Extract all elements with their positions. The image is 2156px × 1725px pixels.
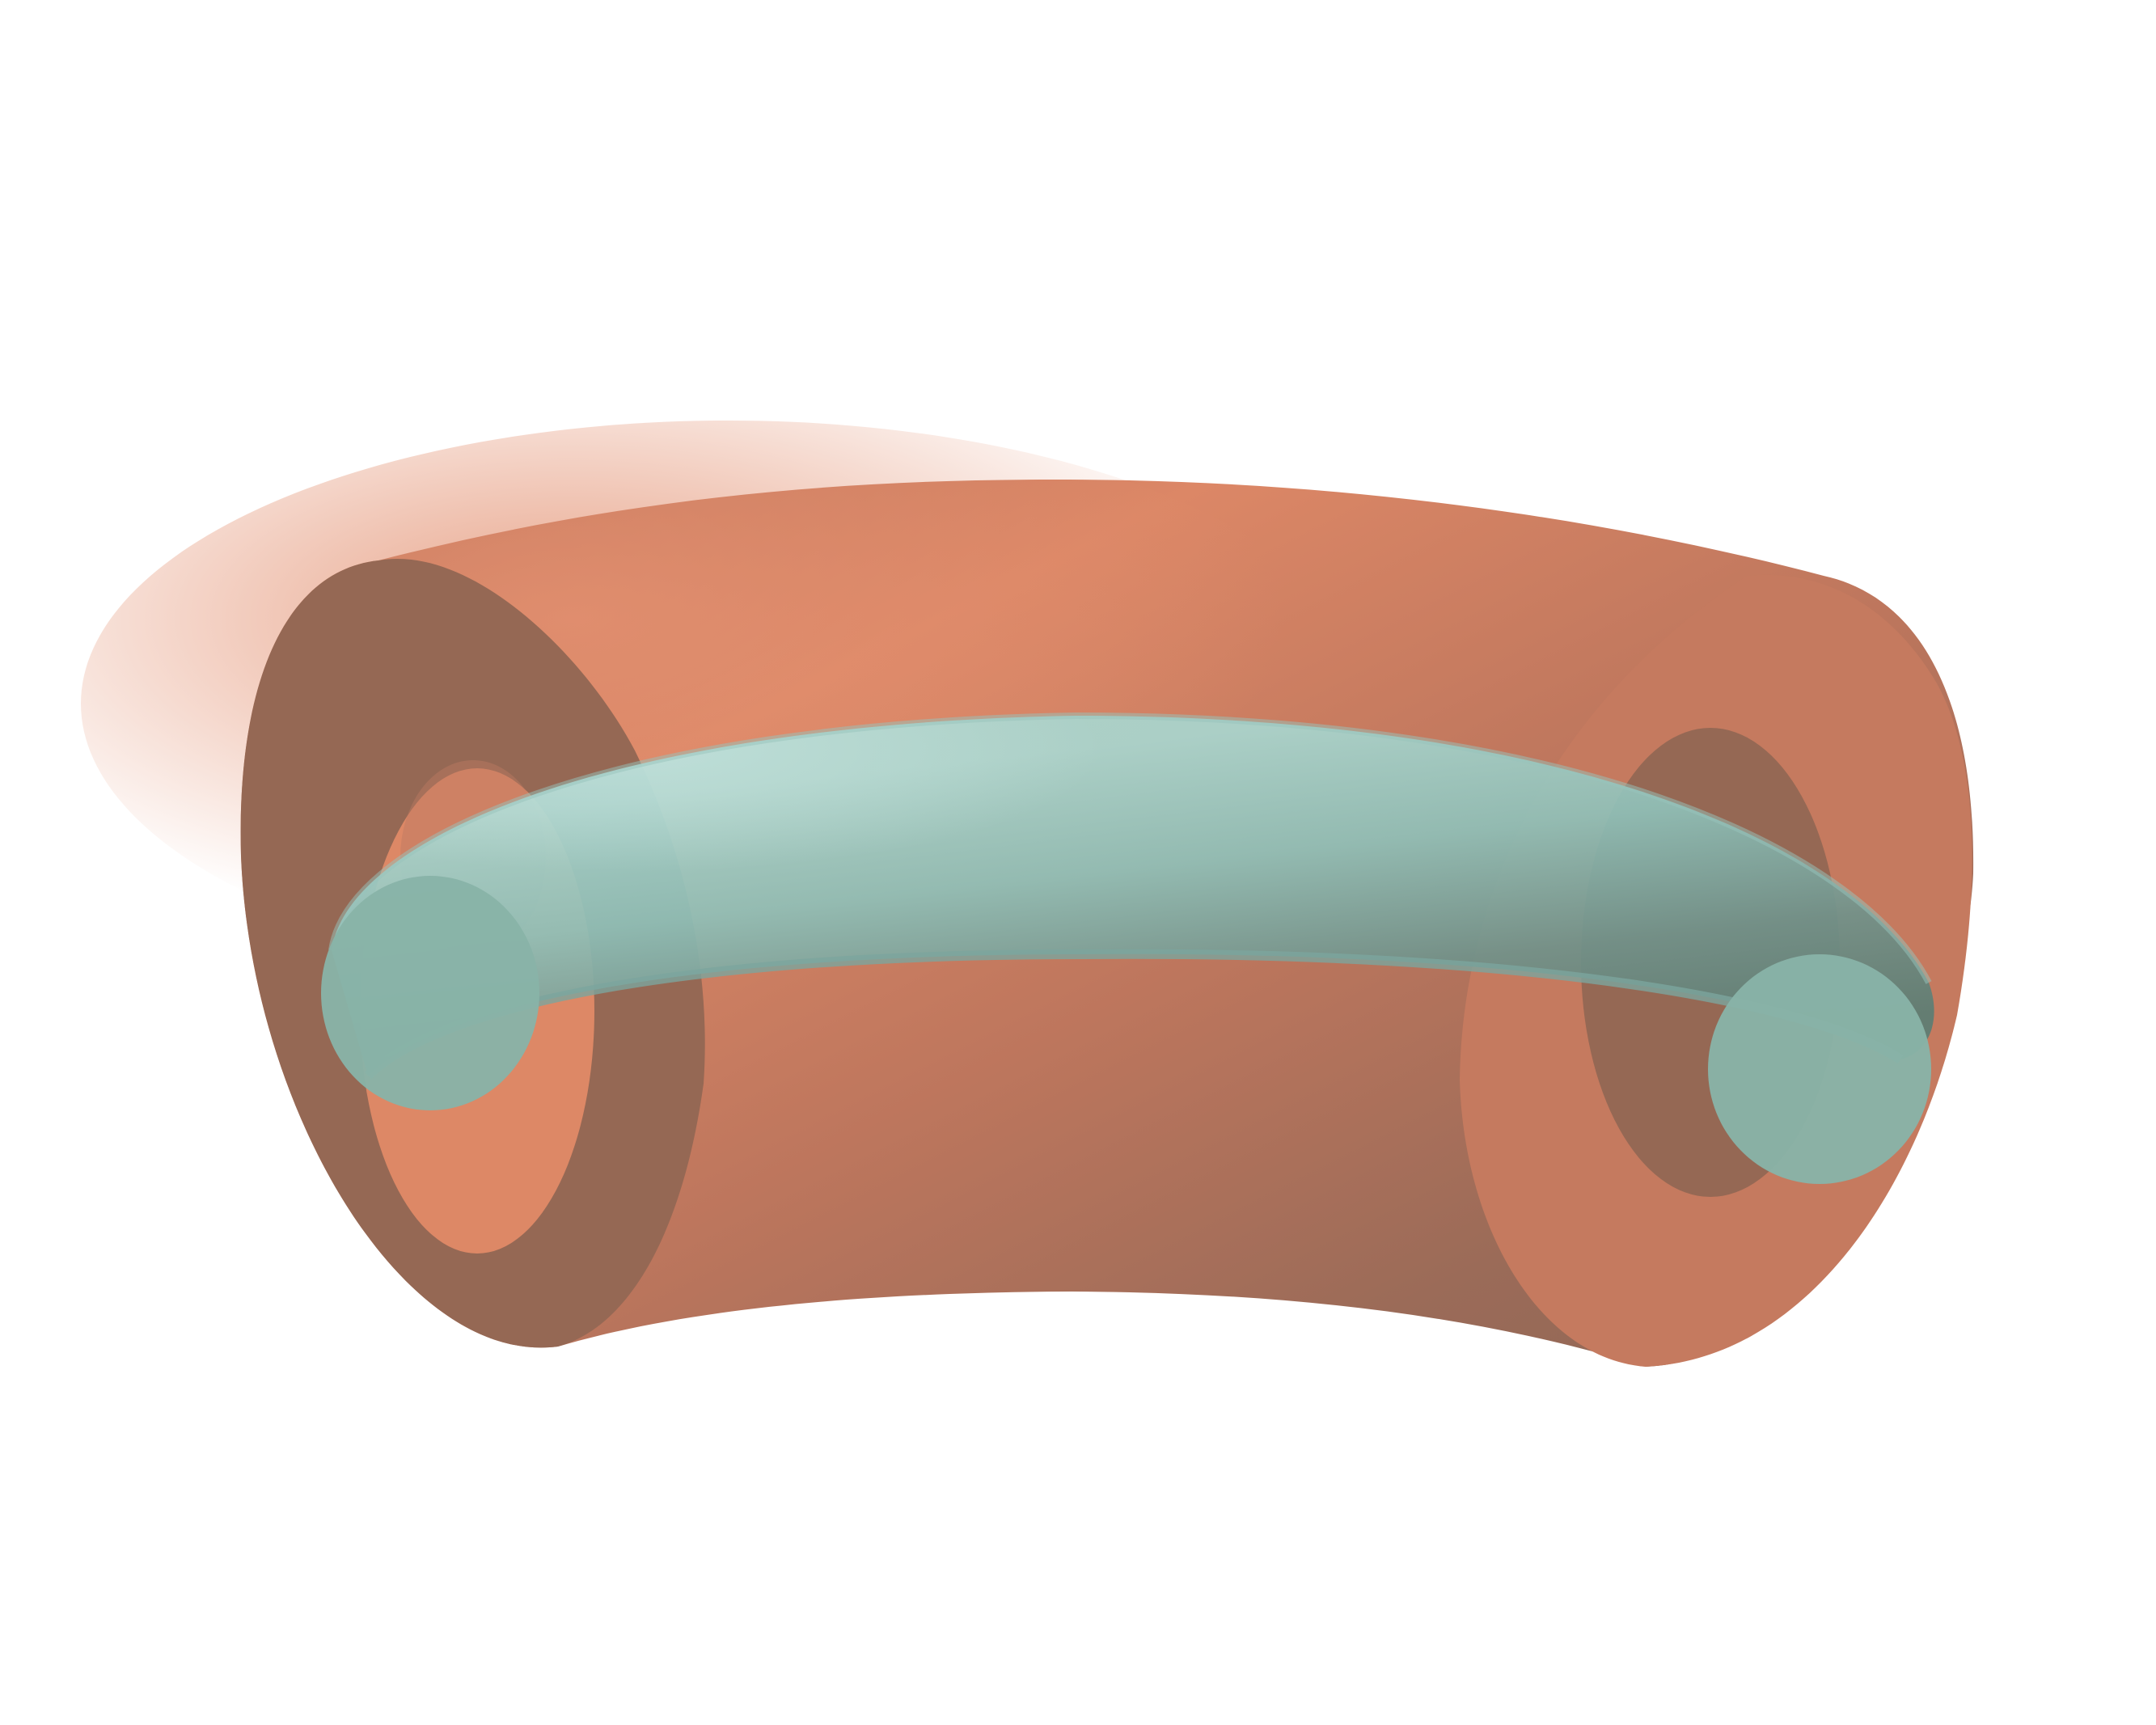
left-tube-cap [321, 876, 539, 1110]
tube-outer-edge [328, 712, 1932, 984]
right-tube-cap [1708, 954, 1931, 1184]
